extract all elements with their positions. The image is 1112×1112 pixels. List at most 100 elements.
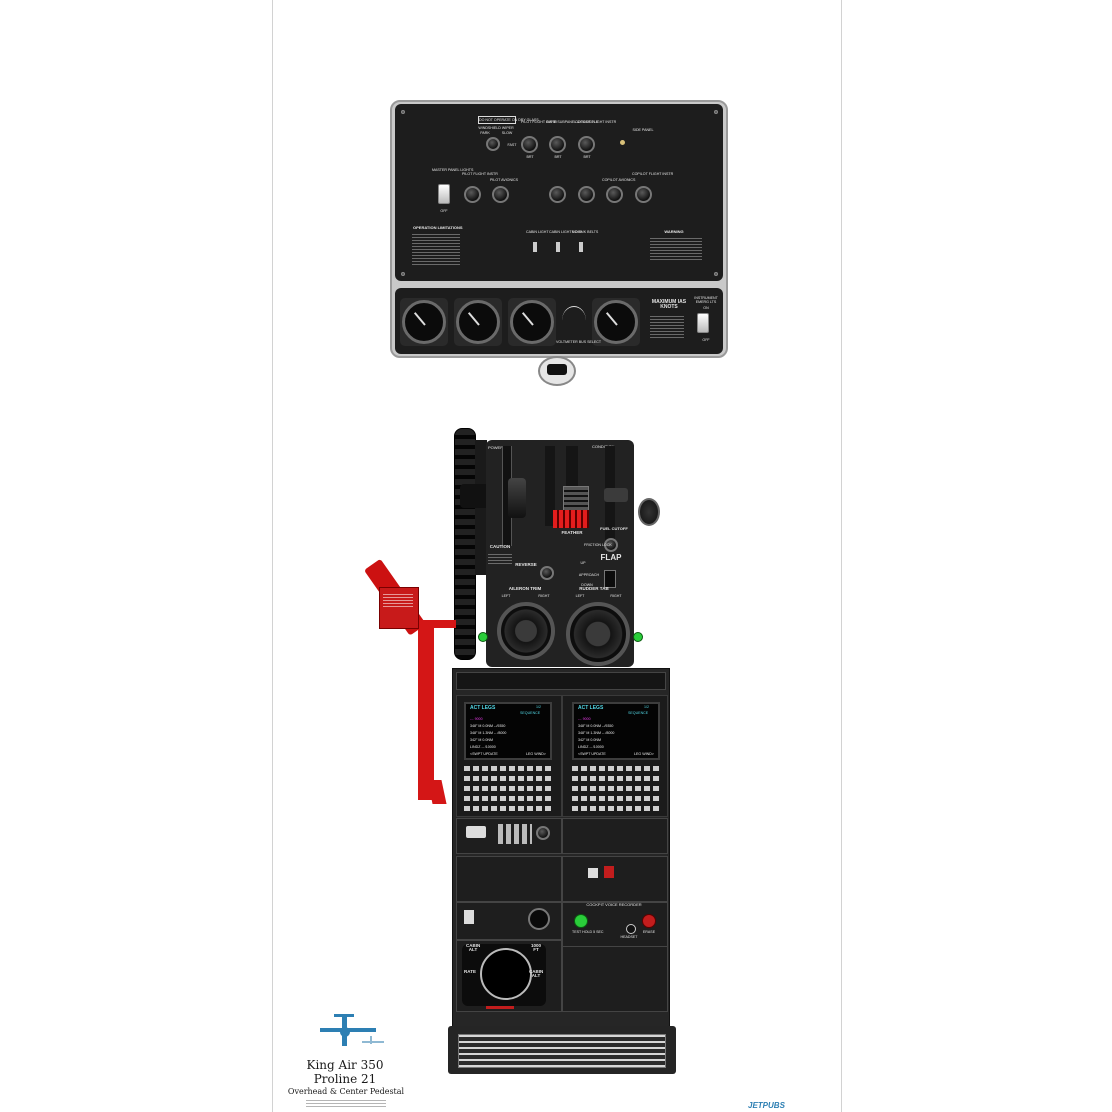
overhead-dimmer-knob[interactable]: [549, 136, 566, 153]
cdu-left-keys-row[interactable]: [464, 796, 552, 801]
feather-label: FEATHER: [561, 530, 583, 535]
feather-red-handles[interactable]: [553, 510, 589, 528]
cdu-right-screen: [572, 702, 660, 760]
magnetic-compass-card: [547, 364, 567, 375]
flap-approach-label: APPROACH: [578, 573, 600, 577]
oat-gauge: [402, 300, 446, 344]
copilot-avionics-label: COPILOT AVIONICS: [602, 178, 636, 182]
emergency-gear-handle-bracket: [430, 620, 456, 628]
headset-jack[interactable]: [626, 924, 636, 934]
cdu-right-keys-row[interactable]: [572, 806, 660, 811]
cdu-left-footer-left: <SWPT UPDATE: [470, 752, 498, 756]
voltmeter-bus-select-label: VOLTMETER BUS SELECT: [556, 340, 602, 344]
screw: [714, 110, 718, 114]
copilot-flight-instr-label-top: COPILOT FLIGHT INSTR: [575, 120, 617, 124]
copilot-flight-instr-knob[interactable]: [635, 186, 652, 203]
off-label: OFF: [702, 338, 710, 342]
friction-lock-knob[interactable]: [604, 538, 618, 552]
condition-lever-knob[interactable]: [638, 498, 660, 526]
display-control-button[interactable]: [466, 826, 486, 838]
brt-label: BRT: [583, 155, 591, 159]
voltmeter-gauge: [456, 300, 500, 344]
pilot-flight-instr-label-top: PILOT FLIGHT INSTR: [521, 120, 557, 124]
pilot-avionics-knob[interactable]: [492, 186, 509, 203]
cdu-left-keys-row[interactable]: [464, 786, 552, 791]
cdu-right-keys-row[interactable]: [572, 786, 660, 791]
dry-glass-warning: DO NOT OPERATE ON DRY GLASS: [478, 116, 539, 124]
aileron-right-label: RIGHT: [538, 594, 550, 598]
emergency-gear-handle[interactable]: [418, 620, 434, 800]
cdu-right-footer-right: LEG WIND>: [634, 752, 654, 756]
flap-lever[interactable]: [604, 570, 616, 588]
instrument-emergency-switch[interactable]: [697, 313, 709, 333]
prop-lever-slot: [545, 446, 555, 526]
rtu-knob[interactable]: [536, 826, 550, 840]
flap-label: FLAP: [600, 553, 622, 562]
red-warning-light: [604, 866, 614, 878]
copilot-flight-instr-dimmer-knob[interactable]: [578, 136, 595, 153]
cdu-left-title: ACT LEGS: [470, 705, 496, 711]
cvr-test-label: TEST HOLD 5 SEC: [572, 930, 604, 934]
wiper-slow-label: SLOW: [501, 131, 513, 135]
cdu-right-row-2: 348° M 1.3NM -- /8000: [578, 731, 615, 735]
cdu-right-keys-row[interactable]: [572, 776, 660, 781]
cabin-lights-dim-label: CABIN LIGHTS DIM: [549, 230, 582, 234]
condition-levers[interactable]: [604, 488, 628, 502]
blank-panel: [456, 856, 562, 902]
copilot-avionics-knob[interactable]: [606, 186, 623, 203]
cdu-left-keys-row[interactable]: [464, 776, 552, 781]
caution-text: [488, 552, 512, 566]
cabin-alt-label: CABIN ALT: [466, 943, 481, 952]
cabin-pressure-switch[interactable]: [464, 910, 474, 924]
on-label: ON: [703, 306, 709, 310]
bus-select-knob[interactable]: [562, 306, 586, 335]
cdu-right-keys-row[interactable]: [572, 766, 660, 771]
cvr-erase-button[interactable]: [642, 914, 656, 928]
wiper-selector-knob[interactable]: [486, 137, 500, 151]
cdu-left-screen: [464, 702, 552, 760]
pilot-flight-instr-knob[interactable]: [464, 186, 481, 203]
warning-text: [650, 236, 702, 260]
side-panel-label: SIDE PANEL: [632, 128, 654, 132]
cabin-light-switch[interactable]: [533, 242, 537, 252]
cabin-lights-dim-switch[interactable]: [556, 242, 560, 252]
power-levers[interactable]: [508, 478, 526, 518]
aileron-trim-wheel[interactable]: [497, 602, 555, 660]
rate-label: RATE: [464, 969, 476, 974]
windshield-wiper-label: WINDSHIELD WIPER: [478, 126, 514, 130]
wiper-fast-label: FAST: [507, 143, 517, 147]
overhead-subpanel-label-top: OVHD SUBPANEL & CONSOLE: [546, 120, 598, 124]
caution-heading: CAUTION: [489, 544, 511, 549]
blank-panel: [562, 946, 668, 1012]
elevator-trim-wheel[interactable]: [454, 428, 476, 660]
no-smoke-switch[interactable]: [579, 242, 583, 252]
cdu-left-row-1: 348° M 0.0NM --/9350: [470, 724, 506, 728]
cvr-test-button[interactable]: [574, 914, 588, 928]
mode-select-buttons[interactable]: [498, 824, 532, 844]
flap-up-label: UP: [580, 561, 586, 565]
king-air-side-view-icon: [362, 1036, 384, 1044]
rate-knob[interactable]: [528, 908, 550, 930]
overhead-subpanel-knob[interactable]: [549, 186, 566, 203]
cdu-right-title: ACT LEGS: [578, 705, 604, 711]
master-panel-lights-switch[interactable]: [438, 184, 450, 204]
cdu-right-row-4: LINDZ -- /10000: [578, 745, 604, 749]
cdu-right-row-3: 342° M 0.0NM: [578, 738, 602, 742]
friction-lock-knob[interactable]: [540, 566, 554, 580]
operation-limitations-heading: OPERATION LIMITATIONS: [413, 225, 463, 230]
cdu-left-keys-row[interactable]: [464, 806, 552, 811]
light-switch[interactable]: [588, 868, 598, 878]
rudder-tab-wheel[interactable]: [566, 602, 630, 666]
master-panel-lights-label: MASTER PANEL LIGHTS: [432, 168, 474, 172]
cvr-headset-label: HEADSET: [620, 935, 638, 939]
cdu-right-keys-row[interactable]: [572, 796, 660, 801]
copilot-flight-instr-label: COPILOT FLIGHT INSTR: [632, 172, 674, 176]
pilot-flight-instr-dimmer-knob[interactable]: [521, 136, 538, 153]
dual-light-panel: [562, 856, 668, 902]
cdu-right-row-0: --- 9000: [578, 717, 591, 721]
green-indicator-light: [478, 632, 488, 642]
cdu-left-page: 1/2: [536, 705, 541, 709]
cdu-left-keys-row[interactable]: [464, 766, 552, 771]
friction-lock-label: FRICTION LOCK: [584, 543, 612, 547]
side-panel-knob[interactable]: [578, 186, 595, 203]
